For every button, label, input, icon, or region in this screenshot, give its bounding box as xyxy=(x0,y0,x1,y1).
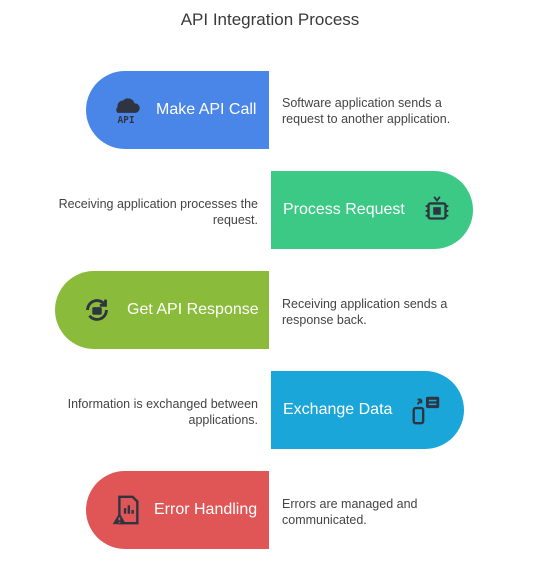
chip-icon xyxy=(419,192,455,228)
diagram-title: API Integration Process xyxy=(180,10,360,29)
cloud-api-icon: API xyxy=(108,92,144,128)
step-make-api-call: API Make API Call xyxy=(86,71,269,149)
step-label: Process Request xyxy=(283,201,405,218)
step-get-api-response: Get API Response xyxy=(55,271,269,349)
step-description: Receiving application processes the requ… xyxy=(58,197,258,227)
api-icon-text: API xyxy=(117,115,134,126)
step-error-handling: Error Handling xyxy=(86,471,269,549)
step-description: Receiving application sends a response b… xyxy=(282,297,448,327)
step-process-request: Process Request xyxy=(271,171,473,249)
step-label: Make API Call xyxy=(156,101,257,118)
step-description: Errors are managed and communicated. xyxy=(282,497,418,527)
step-label: Error Handling xyxy=(154,501,258,518)
step-description: Software application sends a request to … xyxy=(282,96,451,126)
error-report-icon xyxy=(108,492,144,528)
step-label: Exchange Data xyxy=(283,401,393,418)
step-label: Get API Response xyxy=(127,301,259,318)
step-exchange-data: Exchange Data xyxy=(271,371,464,449)
exchange-icon xyxy=(408,392,444,428)
step-description: Information is exchanged between applica… xyxy=(67,397,258,427)
refresh-device-icon xyxy=(79,292,115,328)
